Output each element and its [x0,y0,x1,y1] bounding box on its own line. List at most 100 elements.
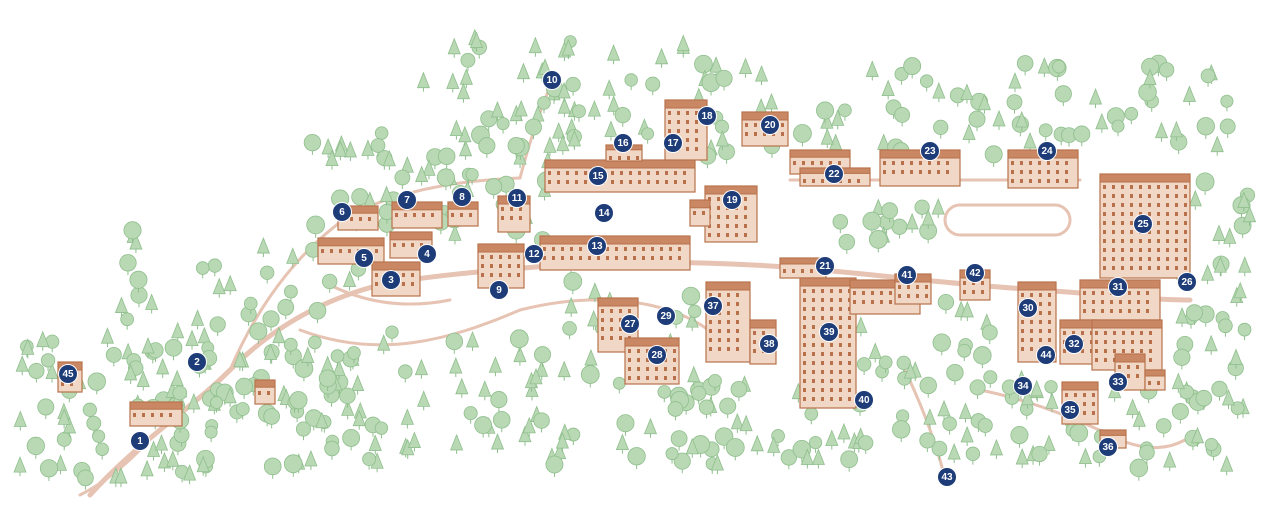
map-marker[interactable]: 16 [614,134,632,152]
tree [800,448,814,469]
map-marker[interactable]: 9 [490,281,508,299]
tree [804,407,819,425]
tree [534,346,551,367]
map-marker[interactable]: 13 [588,237,606,255]
map-marker[interactable]: 5 [355,249,373,267]
map-marker[interactable]: 20 [761,116,779,134]
map-marker[interactable]: 25 [1134,215,1152,233]
map-marker[interactable]: 37 [704,297,722,315]
tree [1031,445,1048,466]
map-marker[interactable]: 19 [723,191,741,209]
tree [919,221,938,244]
tree [446,72,460,93]
map-marker[interactable]: 1 [131,432,149,450]
tree [962,123,976,144]
tree [105,346,122,367]
map-marker[interactable]: 2 [188,353,206,371]
tree [1195,172,1215,195]
tree [164,338,183,361]
map-marker[interactable]: 42 [966,264,984,282]
map-marker[interactable]: 26 [1178,273,1196,291]
map-marker[interactable]: 23 [921,142,939,160]
map-marker[interactable]: 11 [508,189,526,207]
tree [710,454,724,475]
tree [942,416,957,435]
tree [417,390,431,411]
map-marker[interactable]: 34 [1014,377,1032,395]
map-marker[interactable]: 27 [621,315,639,333]
tree [1015,110,1029,131]
tree [868,230,888,253]
map-marker[interactable]: 28 [648,346,666,364]
map-marker[interactable]: 15 [589,167,607,185]
map-marker[interactable]: 40 [855,391,873,409]
map-marker[interactable]: 36 [1099,438,1117,456]
map-marker[interactable]: 39 [820,323,838,341]
tree [1204,334,1218,355]
map-marker[interactable]: 32 [1065,335,1083,353]
tree [1016,55,1034,76]
map-marker[interactable]: 41 [898,266,916,284]
tree [562,321,577,340]
map-marker[interactable]: 44 [1037,346,1055,364]
tree [458,125,472,146]
map-marker[interactable]: 4 [418,245,436,263]
tree [183,464,197,485]
map-marker[interactable]: 12 [525,245,543,263]
tree [458,139,473,160]
map-marker[interactable]: 38 [760,335,778,353]
tree [903,362,917,383]
tree [400,408,414,429]
map-marker[interactable]: 8 [453,188,471,206]
tree [572,104,586,122]
map-marker[interactable]: 22 [825,165,843,183]
tree [552,122,566,143]
tree [456,82,471,103]
tree [377,334,391,355]
tree [1069,423,1089,446]
running-track [943,203,1072,237]
tree [587,100,601,121]
map-marker[interactable]: 31 [1109,278,1127,296]
map-marker[interactable]: 24 [1038,142,1056,160]
map-marker[interactable]: 18 [698,107,716,125]
tree [1054,85,1072,107]
tree [1213,256,1227,277]
map-marker[interactable]: 33 [1109,373,1127,391]
tree [1015,447,1029,469]
map-marker[interactable]: 6 [333,203,351,221]
tree [1171,372,1185,393]
tree [670,430,688,451]
tree [496,117,510,134]
tree [1155,418,1172,438]
map-marker[interactable]: 21 [816,257,834,275]
map-marker[interactable]: 3 [382,271,400,289]
tree [1010,426,1029,448]
tree [1169,120,1183,141]
tree [1111,119,1125,137]
map-marker[interactable]: 30 [1019,299,1037,317]
tree [983,370,998,388]
tree [937,399,951,420]
tree [1211,380,1228,401]
tree [15,355,29,376]
tree [694,54,713,78]
map-marker[interactable]: 45 [59,365,77,383]
tree [557,97,571,118]
tree [260,265,275,284]
map-marker[interactable]: 7 [398,191,416,209]
tree [1052,59,1066,77]
map-marker[interactable]: 10 [543,71,561,89]
tree [173,427,190,447]
map-marker[interactable]: 29 [657,307,675,325]
map-marker[interactable]: 43 [938,468,956,486]
map-marker[interactable]: 35 [1061,401,1079,419]
tree [1221,388,1236,410]
tree [937,293,955,314]
tree [612,376,626,394]
tree [750,434,764,455]
tree [1020,388,1035,409]
tree [195,261,210,279]
map-marker[interactable]: 17 [664,134,682,152]
map-marker[interactable]: 14 [595,204,613,222]
